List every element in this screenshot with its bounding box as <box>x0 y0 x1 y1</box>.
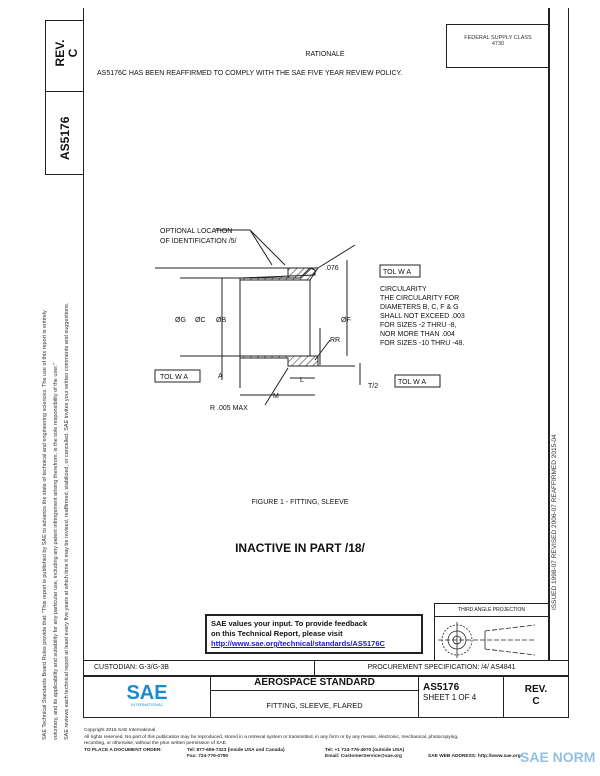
opt-loc-label-2: OF IDENTIFICATION /5/ <box>160 238 237 245</box>
inactive-notice: INACTIVE IN PART /18/ <box>235 541 365 555</box>
doc-stamp: AS5176 <box>45 91 84 175</box>
circularity-note: NOR MORE THAN .004 <box>380 331 455 338</box>
dim-b: ØB <box>216 317 226 324</box>
circularity-note: FOR SIZES -10 THRU -48. <box>380 340 464 347</box>
tel-outside: Tel: +1 724-776-4970 (outside USA) <box>325 747 405 753</box>
rev-value: C <box>66 48 80 58</box>
rights-text: All rights reserved. No part of this pub… <box>84 734 459 740</box>
rev-box: REV. C <box>503 676 569 718</box>
dim-l: L <box>300 377 304 384</box>
circularity-note: DIAMETERS B, C, F & G <box>380 304 459 311</box>
dim-f: ØF <box>341 317 351 324</box>
feedback-text: SAE values your input. To provide feedba… <box>211 619 368 628</box>
rationale-text: AS5176C HAS BEEN REAFFIRMED TO COMPLY WI… <box>97 70 403 77</box>
datum-a: A <box>218 373 223 380</box>
watermark-logo: SAE NORM <box>520 749 596 765</box>
dim-g: ØG <box>175 317 186 324</box>
circularity-note: FOR SIZES -2 THRU -8, <box>380 322 457 329</box>
sae-logo: SAE INTERNATIONAL <box>83 676 211 718</box>
logo-text: SAE <box>126 682 168 704</box>
standard-heading: AEROSPACE STANDARD <box>210 676 419 691</box>
dim-c: ØC <box>195 317 206 324</box>
tolerance-frame: TOL W A <box>398 379 426 386</box>
doc-id: AS5176 <box>423 682 460 693</box>
email: Email: CustomerService@sae.org <box>325 754 402 759</box>
tel-inside: Tel: 877-606-7323 (inside USA and Canada… <box>187 747 285 753</box>
tolerance-frame: TOL W A <box>383 269 411 276</box>
feedback-link[interactable]: http://www.sae.org/technical/standards/A… <box>211 639 385 648</box>
custodian: CUSTODIAN: G-3/G-3B <box>83 660 315 676</box>
dim-m: M <box>273 393 279 400</box>
logo-subtext: INTERNATIONAL <box>131 702 163 707</box>
tolerance-frame: TOL W A <box>160 374 188 381</box>
opt-loc-label: OPTIONAL LOCATION <box>160 228 232 235</box>
feedback-box: SAE values your input. To provide feedba… <box>205 614 423 654</box>
document-title: FITTING, SLEEVE, FLARED <box>210 690 419 718</box>
doc-number: AS5176 <box>58 116 72 160</box>
web-address: SAE WEB ADDRESS: http://www.sae.org <box>428 754 521 759</box>
dim-rr: RR <box>330 337 340 344</box>
feedback-text: on this Technical Report, please visit <box>211 629 343 638</box>
sheet-number: SHEET 1 OF 4 <box>423 693 477 702</box>
disclaimer-line: voluntary, and its applicability and sui… <box>53 362 59 740</box>
radius-note: R .005 MAX <box>210 405 248 412</box>
figure-caption: FIGURE 1 - FITTING, SLEEVE <box>251 499 349 506</box>
dim-angle: .076 <box>325 265 339 272</box>
disclaimer-line: SAE reviews each technical report at lea… <box>64 302 70 740</box>
order-label: TO PLACE A DOCUMENT ORDER: <box>84 747 162 753</box>
footer: Copyright 2015 SAE International All rig… <box>84 728 521 761</box>
sleeve-drawing: OPTIONAL LOCATION OF IDENTIFICATION /5/ … <box>154 228 465 412</box>
disclaimer: SAE Technical Standards Board Rules prov… <box>40 180 73 740</box>
projection-label: THIRD ANGLE PROJECTION <box>435 604 548 617</box>
fsc-label: FEDERAL SUPPLY CLASS <box>464 35 532 41</box>
dim-t: T/2 <box>368 383 378 390</box>
rev-value: C <box>532 696 540 707</box>
doc-id-box: AS5176 SHEET 1 OF 4 <box>418 676 504 718</box>
issue-history: ISSUED 1998-07 REVISED 2006-07 REAFFIRME… <box>551 434 558 610</box>
circularity-note: THE CIRCULARITY FOR <box>380 295 459 302</box>
fsc-box: FEDERAL SUPPLY CLASS 4730 <box>446 24 549 68</box>
procurement-spec: PROCUREMENT SPECIFICATION: /4/ AS4841 <box>314 660 569 676</box>
copyright: Copyright 2015 SAE International <box>84 728 156 733</box>
circularity-note: CIRCULARITY <box>380 286 427 293</box>
fsc-value: 4730 <box>491 41 505 47</box>
projection-symbol-icon <box>438 622 536 658</box>
rev-stamp: REV. C <box>45 20 84 92</box>
rights-text: recording, or otherwise, without the pri… <box>84 741 228 746</box>
circularity-note: SHALL NOT EXCEED .003 <box>380 313 465 320</box>
disclaimer-line: SAE Technical Standards Board Rules prov… <box>42 310 48 740</box>
fax: Fax: 724-776-0790 <box>187 754 229 759</box>
projection-box: THIRD ANGLE PROJECTION <box>434 603 549 661</box>
rationale-title: RATIONALE <box>305 51 345 58</box>
rev-label: REV. <box>524 684 548 695</box>
